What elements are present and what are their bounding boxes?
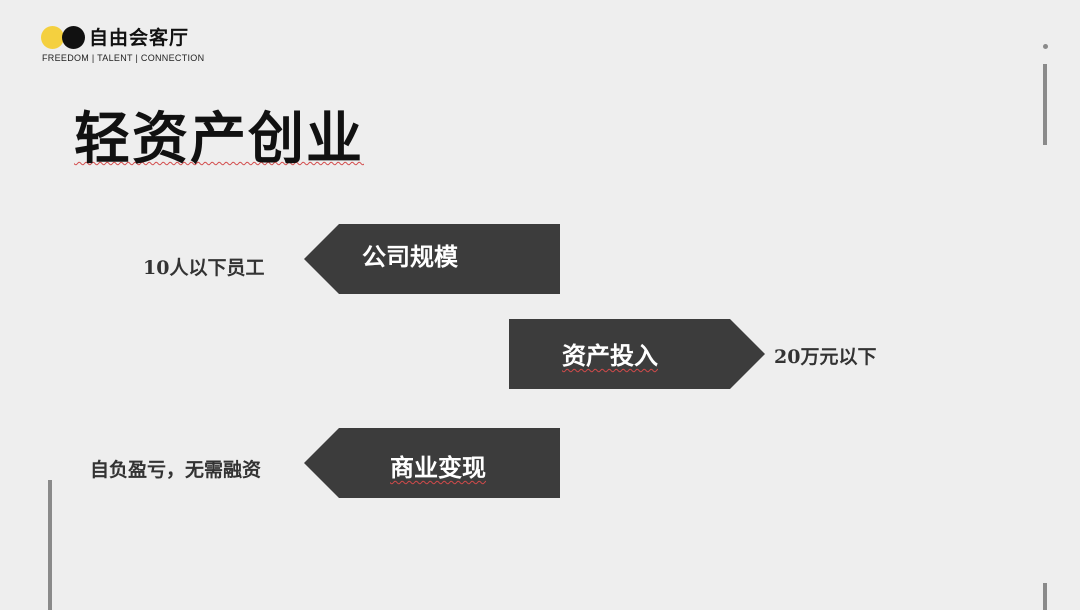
item-detail-asset-investment: 20万元以下	[774, 346, 877, 368]
arrow-label-company-size: 公司规模	[362, 242, 458, 271]
arrow-monetization: 商业变现	[304, 428, 560, 498]
brand-tagline: FREEDOM | TALENT | CONNECTION	[42, 53, 205, 63]
decor-dot-top-right	[1043, 44, 1048, 49]
arrow-label-monetization: 商业变现	[390, 453, 486, 482]
arrow-company-size: 公司规模	[304, 224, 560, 294]
logo-mark	[41, 26, 87, 50]
decor-bar-bottom-left	[48, 480, 52, 610]
decor-bar-top-right	[1043, 64, 1047, 145]
brand-name: 自由会客厅	[89, 27, 190, 49]
item-detail-monetization: 自负盈亏，无需融资	[90, 459, 262, 481]
item-detail-company-size: 10人以下员工	[143, 257, 265, 279]
page-title: 轻资产创业	[74, 106, 364, 172]
decor-bar-bottom-right	[1043, 583, 1047, 610]
arrow-asset-investment: 资产投入	[509, 319, 765, 389]
logo-black-circle	[62, 26, 85, 49]
logo-yellow-circle	[41, 26, 64, 49]
arrow-label-asset-investment: 资产投入	[562, 341, 658, 370]
